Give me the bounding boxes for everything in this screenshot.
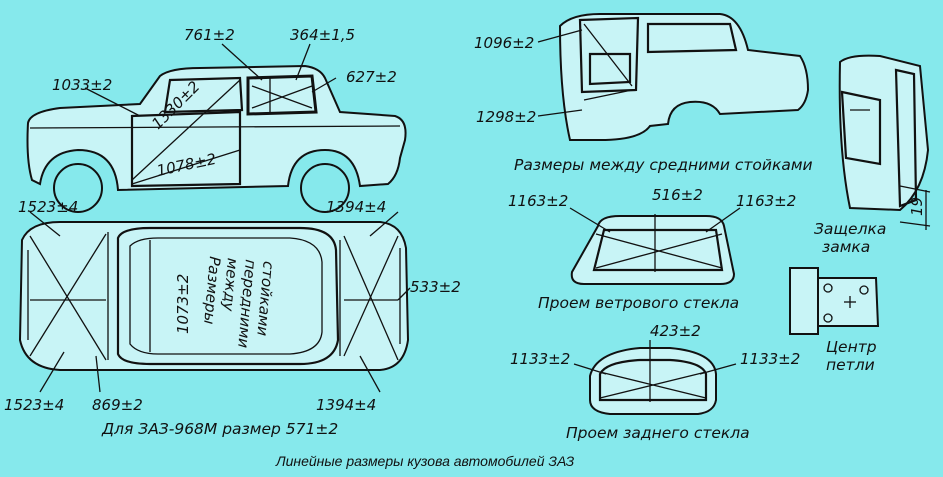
dim-1033: 1033±2 — [52, 76, 112, 94]
dim-627: 627±2 — [346, 68, 397, 86]
dim-1523-top: 1523±4 — [18, 198, 78, 216]
windshield-caption: Проем ветрового стекла — [538, 294, 739, 312]
lock-caption: Защелка замка — [814, 220, 891, 256]
dim-533: 533±2 — [410, 278, 461, 296]
dim-1073: 1073±2 — [174, 274, 192, 334]
lock-dim-19: 19 — [908, 197, 926, 216]
dim-761: 761±2 — [184, 26, 235, 44]
lock-latch-drawing — [838, 54, 931, 230]
top-view-body — [18, 211, 411, 393]
footer-caption: Линейные размеры кузова автомобилей ЗАЗ — [275, 453, 575, 469]
rear-body-drawing — [537, 13, 810, 141]
side-view-body — [26, 43, 407, 213]
hinge-caption: Центр петли — [826, 338, 882, 374]
rear-window-dim-center: 423±2 — [650, 322, 701, 340]
dim-364: 364±1,5 — [290, 26, 355, 44]
lock-caption-line-1: Защелка — [814, 220, 886, 238]
top-view-note: Для ЗАЗ-968М размер 571±2 — [101, 420, 338, 438]
windshield-dim-right: 1163±2 — [736, 192, 796, 210]
rear-window-dim-right: 1133±2 — [740, 350, 800, 368]
dim-1523-bottom: 1523±4 — [4, 396, 64, 414]
dim-1394-top: 1394±4 — [326, 198, 386, 216]
front-pillars-line-2: между — [219, 257, 242, 313]
front-pillars-line-1: Размеры — [200, 256, 224, 326]
windshield-opening — [569, 207, 741, 285]
rear-window-dim-left: 1133±2 — [510, 350, 570, 368]
dim-869: 869±2 — [92, 396, 143, 414]
front-pillars-label: Размеры между передними стойками — [198, 256, 278, 355]
hinge-caption-line-2: петли — [826, 356, 875, 374]
lock-caption-line-2: замка — [822, 238, 870, 256]
hinge-caption-line-1: Центр — [826, 338, 877, 356]
dim-1394-bottom: 1394±4 — [316, 396, 376, 414]
dim-1096: 1096±2 — [474, 34, 534, 52]
windshield-dim-left: 1163±2 — [508, 192, 568, 210]
rear-window-caption: Проем заднего стекла — [566, 424, 750, 442]
rear-window-opening — [573, 340, 737, 415]
hinge-drawing — [789, 267, 880, 335]
dim-1298: 1298±2 — [476, 108, 536, 126]
windshield-dim-center: 516±2 — [652, 186, 703, 204]
rear-body-caption: Размеры между средними стойками — [514, 156, 813, 174]
